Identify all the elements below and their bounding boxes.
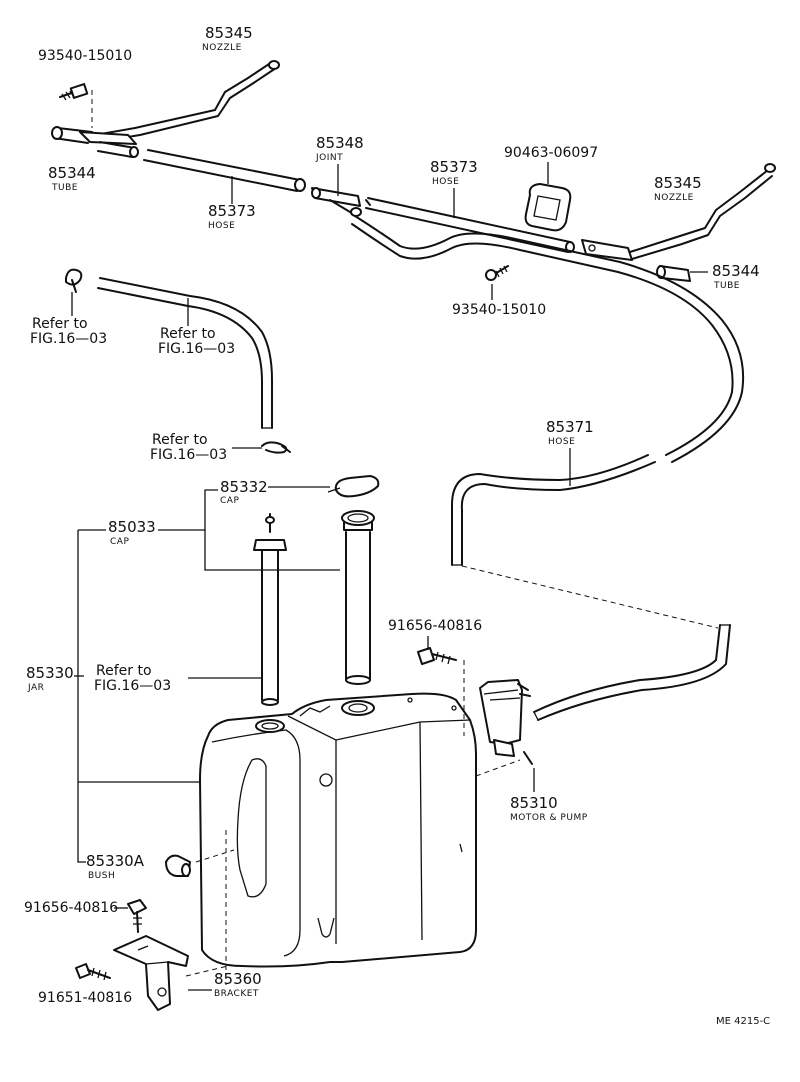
label-hose-long-number: 85371	[546, 418, 594, 436]
label-tube-right-name: TUBE	[713, 281, 740, 291]
label-refer-hose-line1: Refer to	[160, 326, 216, 342]
label-tube-right-number: 85344	[712, 262, 760, 280]
label-screw-top-left: 93540-15010	[38, 48, 132, 64]
callout-lines	[74, 489, 340, 863]
bolt-bracket-bottom	[75, 963, 111, 981]
label-nozzle-right-name: NOZZLE	[654, 193, 694, 203]
clip-lower	[261, 441, 291, 454]
label-hose-center-number: 85373	[430, 158, 478, 176]
label-bush-number: 85330A	[86, 852, 145, 870]
label-cap-outer-name: CAP	[110, 537, 129, 547]
label-motor-pump-number: 85310	[510, 794, 558, 812]
bolt-pump	[417, 647, 457, 665]
label-joint-name: JOINT	[315, 153, 343, 163]
label-bush-name: BUSH	[88, 871, 115, 881]
label-refer-jar-line1: Refer to	[96, 663, 152, 679]
hose-left	[143, 149, 306, 192]
label-bolt-pump: 91656-40816	[388, 618, 482, 634]
hose-long	[351, 215, 745, 629]
cap-inner	[327, 475, 380, 498]
label-joint-number: 85348	[316, 134, 364, 152]
leader-pump-tank	[475, 759, 521, 777]
label-jar-name: JAR	[27, 683, 44, 693]
bolt-bracket-top	[127, 899, 147, 933]
label-cap-outer-number: 85033	[108, 518, 156, 536]
label-refer-clip-line1: Refer to	[32, 316, 88, 332]
label-hose-left-number: 85373	[208, 202, 256, 220]
label-nozzle-left-number: 85345	[205, 24, 253, 42]
label-grommet: 90463-06097	[504, 145, 598, 161]
nozzle-left	[79, 60, 280, 145]
clip-upper-left	[65, 268, 83, 293]
washer-jar	[199, 692, 477, 968]
hose-refer	[97, 277, 273, 429]
label-refer-lower-clip-line1: Refer to	[152, 432, 208, 448]
hose-center	[365, 197, 575, 253]
label-tube-left-number: 85344	[48, 164, 96, 182]
label-jar-number: 85330	[26, 664, 74, 682]
hose-pump	[533, 624, 731, 721]
grommet	[524, 183, 572, 232]
label-hose-left-name: HOSE	[208, 221, 235, 231]
tube-left	[51, 126, 139, 158]
label-refer-jar-line2: FIG.16—03	[94, 678, 171, 694]
screw-top-left	[59, 83, 89, 101]
nozzle-right	[581, 163, 776, 261]
level-gauge	[253, 513, 287, 706]
leader-bracket	[185, 965, 229, 977]
motor-pump	[479, 679, 533, 765]
label-refer-lower-clip-line2: FIG.16—03	[150, 447, 227, 463]
label-nozzle-left-name: NOZZLE	[202, 43, 242, 53]
label-bolt-bracket-top: 91656-40816	[24, 900, 118, 916]
label-refer-clip-line2: FIG.16—03	[30, 331, 107, 347]
label-bracket-number: 85360	[214, 970, 262, 988]
label-cap-inner-number: 85332	[220, 478, 268, 496]
bracket	[113, 935, 189, 1011]
bush	[165, 854, 191, 877]
joint	[311, 187, 371, 217]
label-refer-hose-line2: FIG.16—03	[158, 341, 235, 357]
label-bracket-name: BRACKET	[214, 989, 259, 999]
label-motor-pump-name: MOTOR & PUMP	[510, 813, 588, 823]
drawing-code: ME 4215-C	[716, 1016, 770, 1027]
screw-center	[485, 265, 509, 281]
label-screw-center: 93540-15010	[452, 302, 546, 318]
label-hose-long-name: HOSE	[548, 437, 575, 447]
label-tube-left-name: TUBE	[51, 183, 78, 193]
tube-right	[656, 265, 691, 282]
filler-neck	[341, 510, 375, 685]
label-nozzle-right-number: 85345	[654, 174, 702, 192]
leader-bush	[195, 849, 235, 863]
label-cap-inner-name: CAP	[220, 496, 239, 506]
label-bolt-bracket-bottom: 91651-40816	[38, 990, 132, 1006]
label-hose-center-name: HOSE	[432, 177, 459, 187]
